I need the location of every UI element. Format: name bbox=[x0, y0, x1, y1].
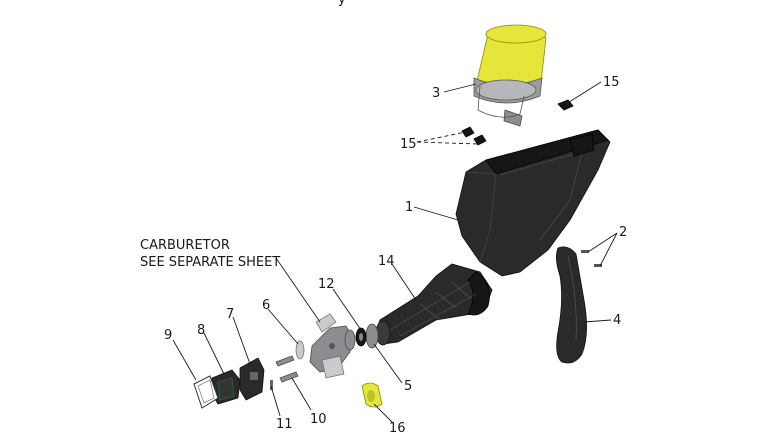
callout-14: 14 bbox=[378, 254, 395, 269]
callout-8: 8 bbox=[197, 323, 205, 338]
pin-part bbox=[270, 380, 273, 390]
callout-6: 6 bbox=[262, 298, 270, 313]
side-panel-part bbox=[556, 246, 587, 364]
clip-part-left-a bbox=[461, 126, 475, 138]
callout-11: 11 bbox=[276, 417, 293, 432]
callout-12: 12 bbox=[318, 277, 335, 292]
carburetor-note-line-2: SEE SEPARATE SHEET bbox=[140, 255, 280, 270]
callout-9: 9 bbox=[164, 328, 172, 343]
callout-16: 16 bbox=[389, 421, 406, 436]
carburetor-note-line-1: CARBURETOR bbox=[140, 238, 230, 253]
reed-block-part bbox=[239, 357, 265, 401]
callout-15-upper: 15 bbox=[603, 75, 620, 90]
clamp-part bbox=[365, 323, 379, 349]
foam-pad-part bbox=[361, 382, 383, 408]
airbox-part bbox=[455, 129, 611, 277]
leader-lines bbox=[172, 81, 618, 423]
clip-part-upper bbox=[557, 99, 574, 111]
callout-2: 2 bbox=[619, 225, 627, 240]
callout-labels: 3 15 15 1 2 4 14 12 5 6 7 8 9 10 11 16 bbox=[164, 75, 627, 436]
seal-ring-part bbox=[355, 327, 367, 347]
clip-part-left-b bbox=[473, 134, 487, 146]
carburetor-part bbox=[309, 313, 356, 379]
callout-7: 7 bbox=[226, 307, 234, 322]
title-fragment: y bbox=[338, 0, 346, 7]
bolt-part-b bbox=[279, 371, 299, 383]
washer-part bbox=[295, 340, 305, 360]
screw-part-a bbox=[581, 250, 589, 253]
callout-3: 3 bbox=[432, 86, 440, 101]
callout-5: 5 bbox=[404, 379, 412, 394]
callout-15-left: 15 bbox=[400, 137, 417, 152]
callout-4: 4 bbox=[613, 313, 621, 328]
gasket-part bbox=[193, 375, 219, 409]
callout-1: 1 bbox=[405, 200, 413, 215]
carburetor-note: CARBURETOR SEE SEPARATE SHEET bbox=[140, 238, 280, 270]
bolt-part-a bbox=[275, 355, 295, 367]
air-filter-part bbox=[473, 24, 547, 127]
intake-boot-part bbox=[375, 263, 493, 346]
callout-10: 10 bbox=[310, 412, 327, 427]
screw-part-b bbox=[594, 264, 602, 267]
